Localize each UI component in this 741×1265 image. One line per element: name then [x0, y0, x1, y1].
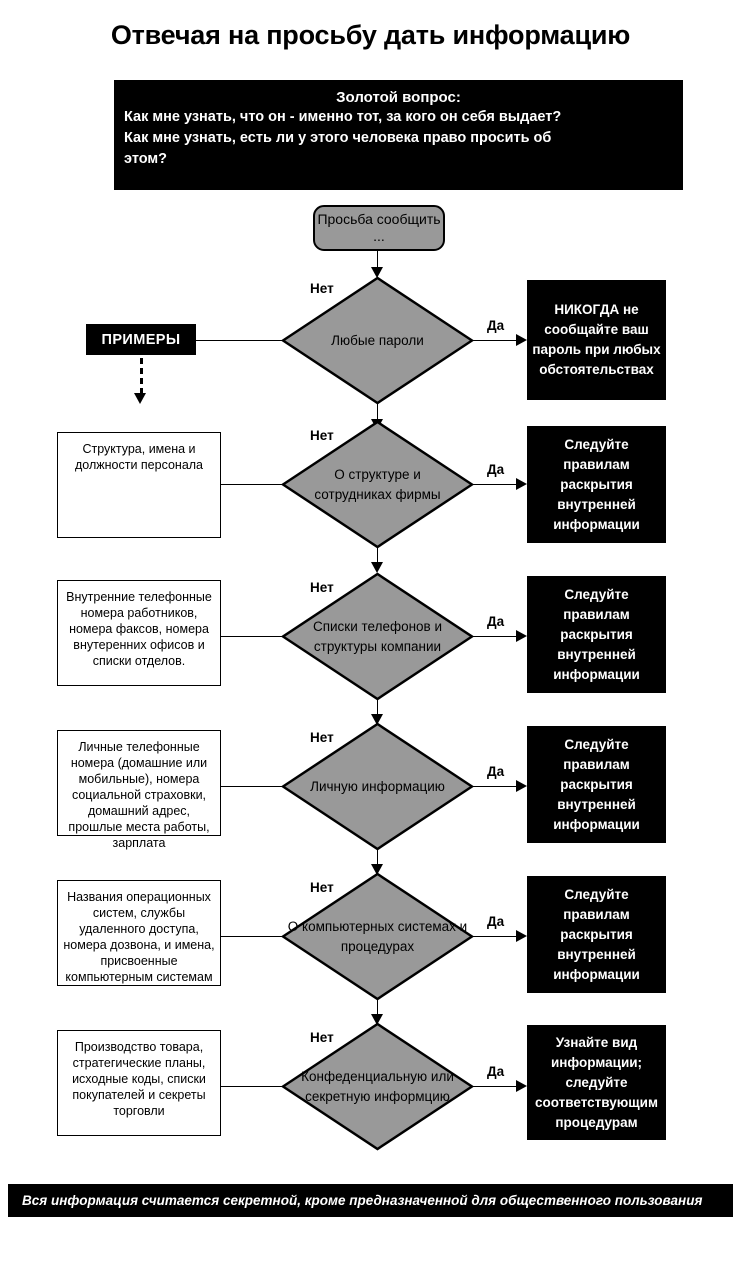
decision-phone-lists-label: Списки телефонов и структуры компании: [312, 618, 443, 654]
arrow-decision-2-to-decision-3: [370, 562, 383, 573]
connector-decision-6-to-result: [473, 1086, 517, 1087]
connector-example-6-to-decision-6: [220, 1086, 282, 1087]
golden-question-line-3: этом?: [124, 151, 167, 167]
edge-label-yes-2: Да: [487, 462, 505, 477]
arrow-decision-5-to-result: [516, 930, 527, 942]
decision-personal-info-label: Личную информацию: [310, 778, 445, 794]
example-box-computer-systems: Названия операционных систем, службы уда…: [57, 880, 221, 986]
decision-confidential[interactable]: Конфеденциальную или секретную информцию: [281, 1022, 474, 1151]
result-box-passwords: НИКОГДА не сообщайте ваш пароль при любы…: [527, 280, 666, 400]
connector-decision-1-to-result: [473, 340, 517, 341]
arrow-decision-6-to-result: [516, 1080, 527, 1092]
connector-decision-4-to-result: [473, 786, 517, 787]
edge-label-yes-6: Да: [487, 1064, 505, 1079]
result-box-personal-info: Следуйте правилам раскрытия внутренней и…: [527, 726, 666, 843]
connector-example-4-to-decision-4: [220, 786, 282, 787]
connector-example-5-to-decision-5: [220, 936, 282, 937]
edge-label-yes-5: Да: [487, 914, 505, 929]
edge-label-no-4: Нет: [310, 730, 334, 745]
example-box-confidential: Производство товара, стратегические план…: [57, 1030, 221, 1136]
examples-dashed-connector: [140, 358, 143, 394]
edge-label-no-1: Нет: [310, 281, 334, 296]
examples-dashed-arrow: [134, 393, 146, 404]
decision-computer-systems-label: О компьютерных системах и процедурах: [287, 918, 468, 954]
edge-label-no-6: Нет: [310, 1030, 334, 1045]
edge-label-yes-3: Да: [487, 614, 505, 629]
edge-label-no-3: Нет: [310, 580, 334, 595]
arrow-decision-2-to-result: [516, 478, 527, 490]
connector-decision-3-to-decision-4: [377, 699, 378, 715]
decision-company-structure[interactable]: О структуре и сотрудниках фирмы: [281, 420, 474, 549]
result-box-computer-systems: Следуйте правилам раскрытия внутренней и…: [527, 876, 666, 993]
arrow-decision-1-to-result: [516, 334, 527, 346]
decision-confidential-label: Конфеденциальную или секретную информцию: [301, 1068, 454, 1104]
example-box-phone-lists: Внутренние телефонные номера работников,…: [57, 580, 221, 686]
edge-label-yes-4: Да: [487, 764, 505, 779]
footer-note: Вся информация считается секретной, кром…: [8, 1184, 733, 1217]
connector-decision-1-to-decision-2: [377, 403, 378, 420]
diamond-shape: [281, 1022, 474, 1151]
golden-question-line-1: Как мне узнать, что он - именно тот, за …: [124, 109, 562, 125]
result-box-company-structure: Следуйте правилам раскрытия внутренней и…: [527, 426, 666, 543]
connector-example-3-to-decision-3: [220, 636, 282, 637]
connector-decision-2-to-result: [473, 484, 517, 485]
result-box-phone-lists: Следуйте правилам раскрытия внутренней и…: [527, 576, 666, 693]
connector-example-2-to-decision-2: [220, 484, 282, 485]
connector-decision-3-to-result: [473, 636, 517, 637]
arrow-decision-4-to-result: [516, 780, 527, 792]
connector-decision-2-to-decision-3: [377, 547, 378, 563]
connector-decision-5-to-result: [473, 936, 517, 937]
edge-label-no-5: Нет: [310, 880, 334, 895]
arrow-decision-4-to-decision-5: [370, 864, 383, 875]
edge-label-no-2: Нет: [310, 428, 334, 443]
golden-question-box: Золотой вопрос: Как мне узнать, что он -…: [114, 80, 683, 190]
connector-examples-to-decision-1: [196, 340, 282, 341]
golden-question-heading: Золотой вопрос:: [336, 89, 461, 106]
connector-start-to-decision-1: [377, 251, 378, 268]
decision-passwords[interactable]: Любые пароли: [281, 276, 474, 405]
connector-decision-4-to-decision-5: [377, 849, 378, 865]
arrow-start-to-decision-1: [370, 267, 383, 278]
arrow-decision-3-to-result: [516, 630, 527, 642]
decision-passwords-label: Любые пароли: [331, 332, 424, 348]
example-box-company-structure: Структура, имена и должности персонала: [57, 432, 221, 538]
result-box-confidential: Узнайте вид информации; следуйте соответ…: [527, 1025, 666, 1140]
examples-label-box: ПРИМЕРЫ: [86, 324, 196, 355]
connector-decision-5-to-decision-6: [377, 999, 378, 1015]
arrow-decision-3-to-decision-4: [370, 714, 383, 725]
decision-personal-info[interactable]: Личную информацию: [281, 722, 474, 851]
decision-company-structure-label: О структуре и сотрудниках фирмы: [314, 466, 441, 502]
arrow-decision-5-to-decision-6: [370, 1014, 383, 1025]
start-node-request[interactable]: Просьба сообщить ...: [313, 205, 445, 251]
golden-question-line-2: Как мне узнать, есть ли у этого человека…: [124, 130, 552, 146]
page-title: Отвечая на просьбу дать информацию: [110, 20, 631, 50]
example-box-personal-info: Личные телефонные номера (домашние или м…: [57, 730, 221, 850]
edge-label-yes-1: Да: [487, 318, 505, 333]
